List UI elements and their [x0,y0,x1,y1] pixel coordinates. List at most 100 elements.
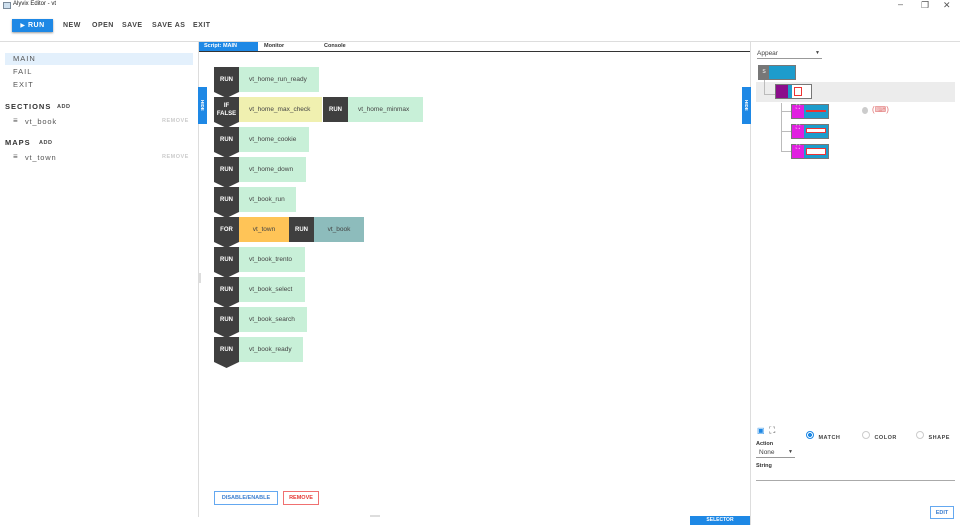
flow-arrow-icon [214,332,239,338]
run-button[interactable]: ▶ RUN [12,19,53,32]
region-icon: ⛶ [792,125,804,138]
keyword-block[interactable]: RUN [214,247,239,272]
radio-match[interactable]: MATCH [806,426,840,444]
image-view-icon[interactable]: ▣ [757,426,765,435]
flow-arrow-icon [214,362,239,368]
tree-line [764,94,776,95]
disable-enable-button[interactable]: DISABLE/ENABLE [214,491,278,505]
selector-button[interactable]: SELECTOR [690,516,750,525]
open-button[interactable]: OPEN [92,22,114,29]
action-dropdown[interactable]: None▼ [756,449,795,458]
section-item[interactable]: vt_book [25,117,57,126]
tree-line [781,131,791,132]
tree-node-image[interactable] [775,84,812,99]
play-icon: ▶ [20,23,25,29]
toolbar-divider [0,41,960,42]
tree-node-region[interactable]: ⛶ [791,124,829,139]
keyword-block[interactable]: RUN [289,217,314,242]
keyword-block[interactable]: RUN [323,97,348,122]
action-label: Action [756,441,774,447]
hide-right-button[interactable]: HIDE [742,87,751,124]
radio-shape[interactable]: SHAPE [916,426,950,444]
keyword-block[interactable]: IF FALSE [214,97,239,122]
map-item[interactable]: vt_town [25,153,57,162]
object-block[interactable]: vt_home_max_check [239,97,322,122]
object-block[interactable]: vt_home_run_ready [239,67,319,92]
keyword-block[interactable]: RUN [214,67,239,92]
object-block[interactable]: vt_home_cookie [239,127,309,152]
resize-handle[interactable] [370,515,380,517]
thumbnail [769,66,795,79]
flow-arrow-icon [214,182,239,188]
object-block[interactable]: vt_book_ready [239,337,303,362]
remove-button[interactable]: REMOVE [283,491,319,505]
keyword-block[interactable]: RUN [214,307,239,332]
keyword-block[interactable]: RUN [214,127,239,152]
image-icon [776,85,788,98]
tree-node-screen[interactable]: S [758,65,796,80]
region-icon: ⛶ [792,145,804,158]
script-item-fail[interactable]: FAIL [13,67,33,76]
save-as-button[interactable]: SAVE AS [152,22,186,29]
keyword-block[interactable]: FOR [214,217,239,242]
object-block[interactable]: vt_book_search [239,307,307,332]
object-block[interactable]: vt_book_trento [239,247,305,272]
tree-node-region[interactable]: ⛶ [791,144,829,159]
string-label: String [756,463,772,469]
tab-console[interactable]: Console [324,43,346,49]
object-block[interactable]: vt_home_down [239,157,306,182]
edit-button[interactable]: EDIT [930,506,954,519]
caret-down-icon: ▼ [815,50,820,56]
window-title: Alyvix Editor - vt [13,1,57,7]
tab-script-main[interactable]: Script: MAIN [199,42,258,51]
close-icon[interactable]: ✕ [943,0,951,10]
panel-divider [198,42,199,517]
add-section-button[interactable]: ADD [57,104,71,110]
caret-down-icon: ▼ [788,449,793,455]
restore-icon[interactable]: ❐ [921,0,930,10]
tree-line [764,80,765,94]
script-item-main[interactable]: MAIN [5,53,193,65]
script-item-exit[interactable]: EXIT [13,80,34,89]
minimize-icon[interactable]: – [898,0,904,9]
object-block[interactable]: vt_home_minmax [348,97,423,122]
flow-arrow-icon [214,152,239,158]
exit-button[interactable]: EXIT [193,22,211,29]
flow-arrow-icon [214,242,239,248]
tab-monitor[interactable]: Monitor [264,43,285,49]
keyboard-icon: (⌨) [872,105,889,114]
keyword-block[interactable]: RUN [214,337,239,362]
sections-heading: SECTIONS [5,102,52,111]
mouse-icon [862,107,868,114]
tree-node-region[interactable]: ⛶ [791,104,829,119]
remove-section-button[interactable]: REMOVE [162,118,189,124]
flow-arrow-icon [214,212,239,218]
object-block[interactable]: vt_town [239,217,289,242]
flow-arrow-icon [214,92,239,98]
app-icon [3,2,11,9]
region-icon: ⛶ [792,105,804,118]
keyword-block[interactable]: RUN [214,277,239,302]
keyword-block[interactable]: RUN [214,157,239,182]
drag-handle-icon[interactable]: ≡ [13,152,18,161]
flow-arrow-icon [214,272,239,278]
add-map-button[interactable]: ADD [39,140,53,146]
flow-arrow-icon [214,122,239,128]
object-block[interactable]: vt_book [314,217,364,242]
flow-arrow-icon [214,302,239,308]
resize-handle[interactable] [199,273,201,283]
remove-map-button[interactable]: REMOVE [162,154,189,160]
save-button[interactable]: SAVE [122,22,143,29]
object-block[interactable]: vt_book_select [239,277,305,302]
tab-underline [199,51,750,52]
fullscreen-icon[interactable]: ⛶ [769,425,776,435]
hide-left-button[interactable]: HIDE [198,87,207,124]
new-button[interactable]: NEW [63,22,81,29]
drag-handle-icon[interactable]: ≡ [13,116,18,125]
keyword-block[interactable]: RUN [214,187,239,212]
string-input[interactable] [756,470,955,481]
tree-line [781,151,791,152]
mode-dropdown[interactable]: Appear▼ [757,50,822,59]
object-block[interactable]: vt_book_run [239,187,296,212]
radio-color[interactable]: COLOR [862,426,897,444]
